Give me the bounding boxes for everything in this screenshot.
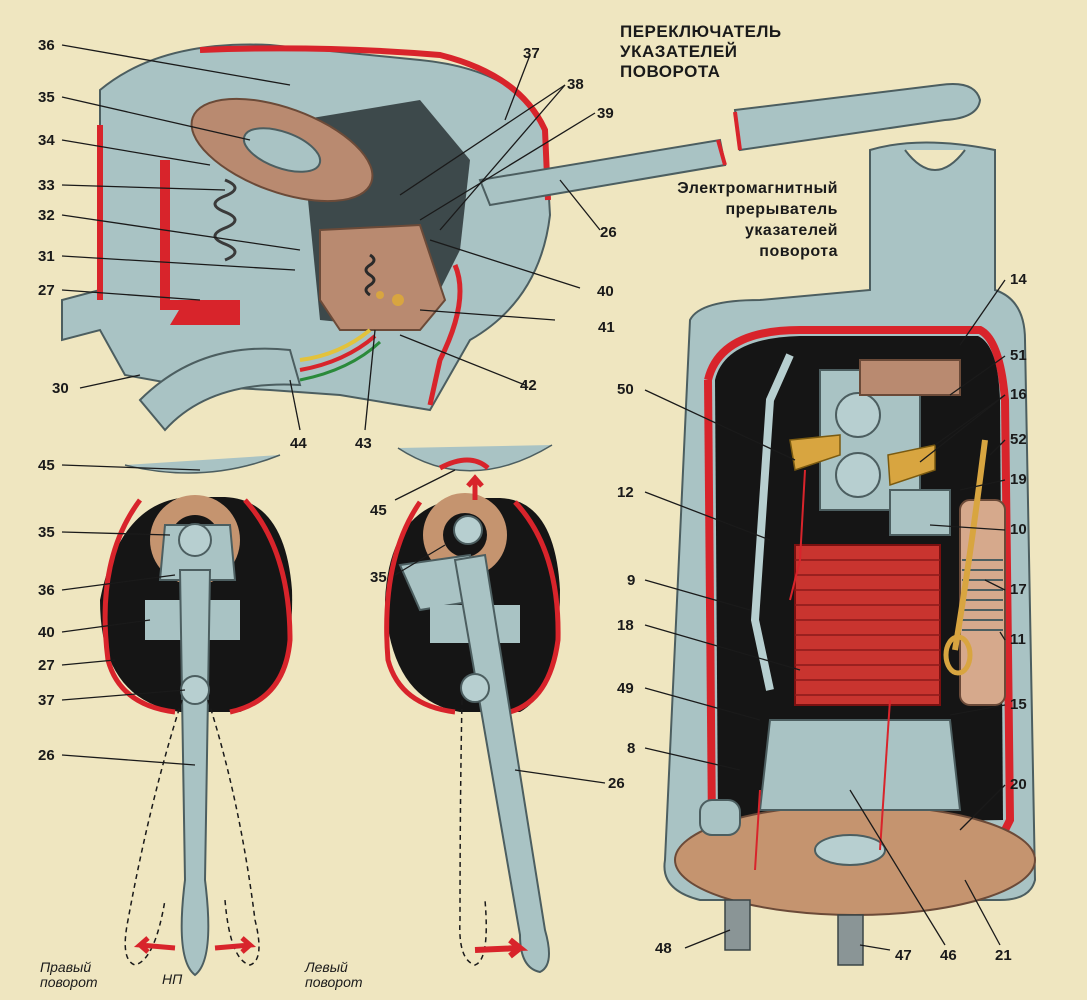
callout-47: 47 [895, 947, 912, 964]
callout-17: 17 [1010, 581, 1027, 598]
callout-34: 34 [38, 132, 55, 149]
callout-9: 9 [627, 572, 636, 589]
callout-10: 10 [1010, 521, 1027, 538]
left-turn-caption: Левый поворот [305, 960, 363, 990]
callout-48: 48 [655, 940, 672, 957]
callout-15: 15 [1010, 696, 1027, 713]
callout-50: 50 [617, 381, 634, 398]
breaker-housing [663, 141, 1037, 966]
right-turn-line-1: Правый [40, 959, 92, 975]
breaker-title-line-4: поворота [759, 243, 838, 260]
breaker-title-line-1: Электромагнитный [677, 180, 838, 197]
callout-21: 21 [995, 947, 1012, 964]
callout-45: 45 [370, 502, 387, 519]
callout-39: 39 [597, 105, 614, 122]
callout-42: 42 [520, 377, 537, 394]
callout-26: 26 [38, 747, 55, 764]
switch-housing [61, 43, 982, 432]
callout-45: 45 [38, 457, 55, 474]
callout-26: 26 [608, 775, 625, 792]
callout-19: 19 [1010, 471, 1027, 488]
right-turn-caption: Правый поворот [40, 960, 98, 990]
callout-52: 52 [1010, 431, 1027, 448]
breaker-title-line-3: указателей [744, 222, 838, 239]
callout-37: 37 [523, 45, 540, 62]
callout-35: 35 [38, 89, 55, 106]
breaker-title: Электромагнитный прерыватель указателей … [638, 178, 838, 262]
callout-12: 12 [617, 484, 634, 501]
callout-36: 36 [38, 582, 55, 599]
callout-35: 35 [38, 524, 55, 541]
callout-49: 49 [617, 680, 634, 697]
callout-14: 14 [1010, 271, 1027, 288]
switch-title: ПЕРЕКЛЮЧАТЕЛЬ УКАЗАТЕЛЕЙ ПОВОРОТА [620, 22, 782, 82]
callout-30: 30 [52, 380, 69, 397]
callout-31: 31 [38, 248, 55, 265]
callout-41: 41 [598, 319, 615, 336]
left-turn-line-2: поворот [305, 974, 363, 990]
callout-44: 44 [290, 435, 307, 452]
right-turn-line-2: поворот [40, 974, 98, 990]
breaker-title-line-2: прерыватель [725, 201, 838, 218]
switch-title-line-1: ПЕРЕКЛЮЧАТЕЛЬ [620, 22, 782, 41]
callout-46: 46 [940, 947, 957, 964]
callout-11: 11 [1010, 631, 1026, 648]
callout-32: 32 [38, 207, 55, 224]
callout-20: 20 [1010, 776, 1027, 793]
callout-43: 43 [355, 435, 372, 452]
callout-27: 27 [38, 282, 55, 299]
callout-16: 16 [1010, 386, 1027, 403]
inset-neutral [100, 454, 293, 977]
callout-36: 36 [38, 37, 55, 54]
callout-18: 18 [617, 617, 634, 634]
callout-26: 26 [600, 224, 617, 241]
callout-8: 8 [627, 740, 636, 757]
neutral-caption: НП [162, 971, 183, 987]
callout-33: 33 [38, 177, 55, 194]
callout-27: 27 [38, 657, 55, 674]
callout-37: 37 [38, 692, 55, 709]
callout-40: 40 [38, 624, 55, 641]
switch-title-line-3: ПОВОРОТА [620, 62, 721, 81]
callout-35: 35 [370, 569, 387, 586]
callout-51: 51 [1010, 347, 1027, 364]
left-turn-line-1: Левый [305, 959, 348, 975]
switch-title-line-2: УКАЗАТЕЛЕЙ [620, 42, 738, 61]
callout-38: 38 [567, 76, 584, 93]
inset-turned [384, 444, 561, 974]
callout-40: 40 [597, 283, 614, 300]
leader-lines [61, 44, 1006, 951]
